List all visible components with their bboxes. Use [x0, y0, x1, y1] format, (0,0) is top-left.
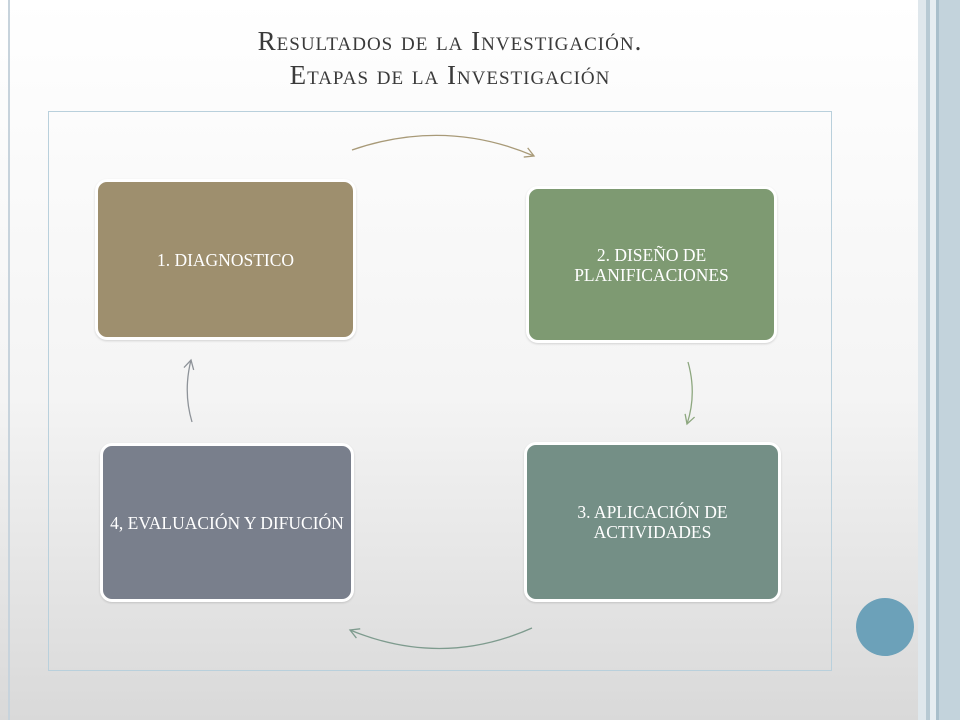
diagram-frame — [48, 111, 832, 671]
title-line-2: Etapas de la Investigación — [289, 60, 611, 90]
arrow-3-to-4 — [348, 627, 533, 650]
slide-title: Resultados de la Investigación. Etapas d… — [60, 24, 840, 92]
stage-1-diagnostico: 1. DIAGNOSTICO — [95, 179, 356, 340]
stage-2-diseno-planificaciones: 2. DISEÑO DE PLANIFICACIONES — [526, 186, 777, 343]
stage-3-aplicacion-actividades: 3. APLICACIÓN DE ACTIVIDADES — [524, 442, 781, 602]
accent-circle — [856, 598, 914, 656]
right-decorative-stripes — [918, 0, 960, 720]
arrow-1-to-2 — [351, 134, 536, 158]
arrow-4-to-1 — [183, 358, 195, 423]
stage-3-label: 3. APLICACIÓN DE ACTIVIDADES — [577, 502, 728, 542]
stage-1-label: 1. DIAGNOSTICO — [156, 249, 295, 270]
stage-4-evaluacion-difucion: 4, EVALUACIÓN Y DIFUCIÓN — [100, 443, 354, 602]
left-edge-line — [8, 0, 10, 720]
title-line-1: Resultados de la Investigación. — [257, 26, 643, 56]
arrow-2-to-3 — [684, 361, 696, 426]
stage-2-label: 2. DISEÑO DE PLANIFICACIONES — [574, 244, 729, 285]
stage-4-label: 4, EVALUACIÓN Y DIFUCIÓN — [110, 512, 344, 533]
